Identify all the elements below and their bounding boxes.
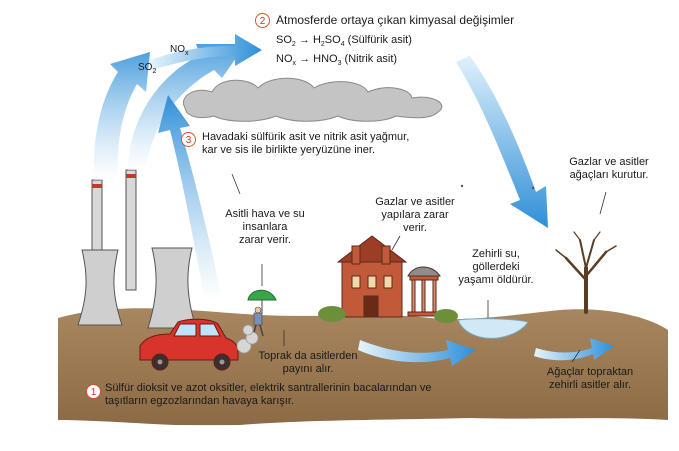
lake: [457, 318, 529, 339]
cooling-towers: [77, 247, 197, 329]
rising-arrow: [158, 95, 222, 300]
bare-tree: [555, 231, 617, 314]
step-2-text: Atmosferde ortaya çıkan kimyasal değişim…: [276, 13, 515, 27]
effect-buildings: Gazlar ve asitler yapılara zarar verir.: [375, 196, 455, 234]
effect-soil: Toprak da asitlerden payını alır.: [258, 350, 358, 375]
step-3-number: 3: [181, 132, 196, 147]
step-1-number: 1: [86, 384, 101, 399]
descending-arrow: [456, 56, 548, 228]
effect-trees-air: Gazlar ve asitler ağaçları kurutur.: [569, 156, 649, 181]
rain-drops: [460, 184, 535, 190]
gas-label-so2: SO2: [138, 62, 157, 75]
building: [336, 235, 408, 318]
bushes: [318, 306, 458, 323]
gazebo: [407, 266, 441, 317]
car: [139, 318, 239, 371]
effect-lakes: Zehirli su, göllerdeki yaşamı öldürür.: [458, 248, 534, 286]
cloud: [182, 77, 443, 122]
pointer-lines: [231, 173, 607, 363]
soil-arrow-left: [358, 340, 476, 366]
person-with-umbrella: [247, 289, 277, 337]
gas-label-nox: NOx: [170, 44, 189, 57]
soil-arrow-right: [534, 338, 614, 361]
effect-people: Asitli hava ve su insanlara zarar verir.: [225, 208, 305, 246]
step-1-text: Sülfür dioksit ve azot oksitler, elektri…: [105, 382, 432, 407]
step-2-number: 2: [255, 13, 270, 28]
effect-trees-soil: Ağaçlar topraktan zehirli asitler alır.: [546, 366, 634, 391]
reaction-nitric: NOx → HNO3 (Nitrik asit): [276, 53, 398, 68]
step-3-text: Havadaki sülfürik asit ve nitrik asit ya…: [202, 131, 410, 156]
bottom-margin: [0, 425, 679, 451]
emission-plumes: [93, 44, 246, 180]
reaction-sulfuric: SO2 → H2SO4 (Sülfürik asit): [276, 34, 412, 49]
top-right-arrow: [150, 34, 262, 70]
exhaust-smoke: [236, 324, 259, 354]
